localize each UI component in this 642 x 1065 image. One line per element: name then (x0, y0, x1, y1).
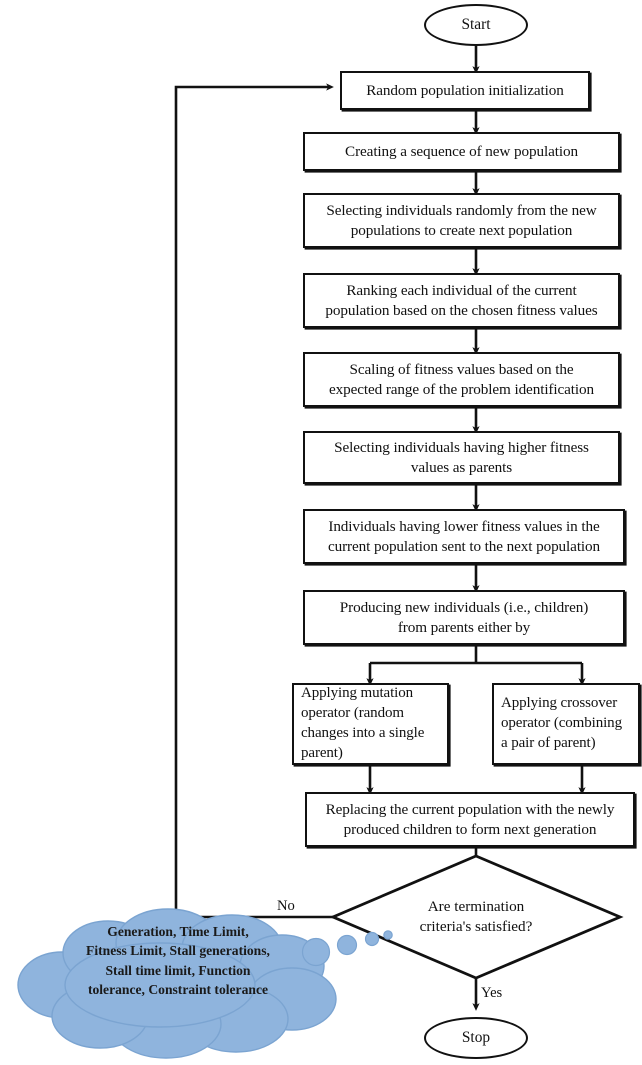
process-producing-new-individuals[interactable]: Producing new individuals (i.e., childre… (303, 590, 625, 645)
process-selectrandom-line2: populations to create next population (350, 221, 573, 239)
process-producing-line1: Producing new individuals (i.e., childre… (339, 598, 589, 616)
process-producing-line2: from parents either by (397, 618, 531, 636)
cloud-bubble-tiny (383, 930, 393, 940)
process-lowerfitness-line1: Individuals having lower fitness values … (328, 517, 600, 535)
decision-diamond (329, 854, 624, 980)
process-ranking-line2: population based on the chosen fitness v… (325, 301, 598, 319)
process-ranking-line1: Ranking each individual of the current (346, 281, 577, 299)
process-selecting-individuals-randomly[interactable]: Selecting individuals randomly from the … (303, 193, 620, 248)
terminal-stop[interactable]: Stop (424, 1017, 528, 1059)
edge-label-no: No (277, 898, 295, 914)
process-replacing-line2: produced children to form next generatio… (343, 820, 597, 838)
process-lower-fitness-to-next-population[interactable]: Individuals having lower fitness values … (303, 509, 625, 564)
process-scaling-line1: Scaling of fitness values based on the (349, 360, 574, 378)
process-scaling-fitness-values[interactable]: Scaling of fitness values based on the e… (303, 352, 620, 407)
process-applying-mutation-operator[interactable]: Applying mutation operator (random chang… (292, 683, 449, 765)
cloud-bubble-large (301, 937, 331, 967)
cloud-bubble-medium (336, 934, 358, 956)
process-scaling-line2: expected range of the problem identifica… (328, 380, 595, 398)
process-ranking-individuals[interactable]: Ranking each individual of the current p… (303, 273, 620, 328)
process-selecting-parents[interactable]: Selecting individuals having higher fitn… (303, 431, 620, 484)
process-lowerfitness-line2: current population sent to the next popu… (327, 537, 601, 555)
terminal-start[interactable]: Start (424, 4, 528, 46)
process-selectparents-line1: Selecting individuals having higher fitn… (334, 438, 589, 456)
process-applying-crossover-operator[interactable]: Applying crossover operator (combining a… (492, 683, 640, 765)
process-random-population-initialization[interactable]: Random population initialization (340, 71, 590, 110)
cloud-bubble-small (364, 931, 380, 947)
process-mutation-label: Applying mutation operator (random chang… (301, 685, 425, 761)
process-replacing-line1: Replacing the current population with th… (325, 800, 615, 818)
process-replacing-population[interactable]: Replacing the current population with th… (305, 792, 635, 847)
edge-no-feedback-loop (174, 83, 334, 919)
process-init-label: Random population initialization (366, 81, 564, 99)
thought-cloud (17, 908, 393, 1059)
process-creating-sequence[interactable]: Creating a sequence of new population (303, 132, 620, 171)
process-selectrandom-line1: Selecting individuals randomly from the … (326, 201, 597, 219)
edge-label-yes: Yes (481, 985, 503, 1001)
terminal-start-label: Start (461, 16, 491, 33)
process-selectparents-line2: values as parents (410, 458, 513, 476)
process-sequence-label: Creating a sequence of new population (345, 142, 578, 160)
terminal-stop-label: Stop (461, 1029, 491, 1046)
process-crossover-label: Applying crossover operator (combining a… (501, 695, 622, 751)
